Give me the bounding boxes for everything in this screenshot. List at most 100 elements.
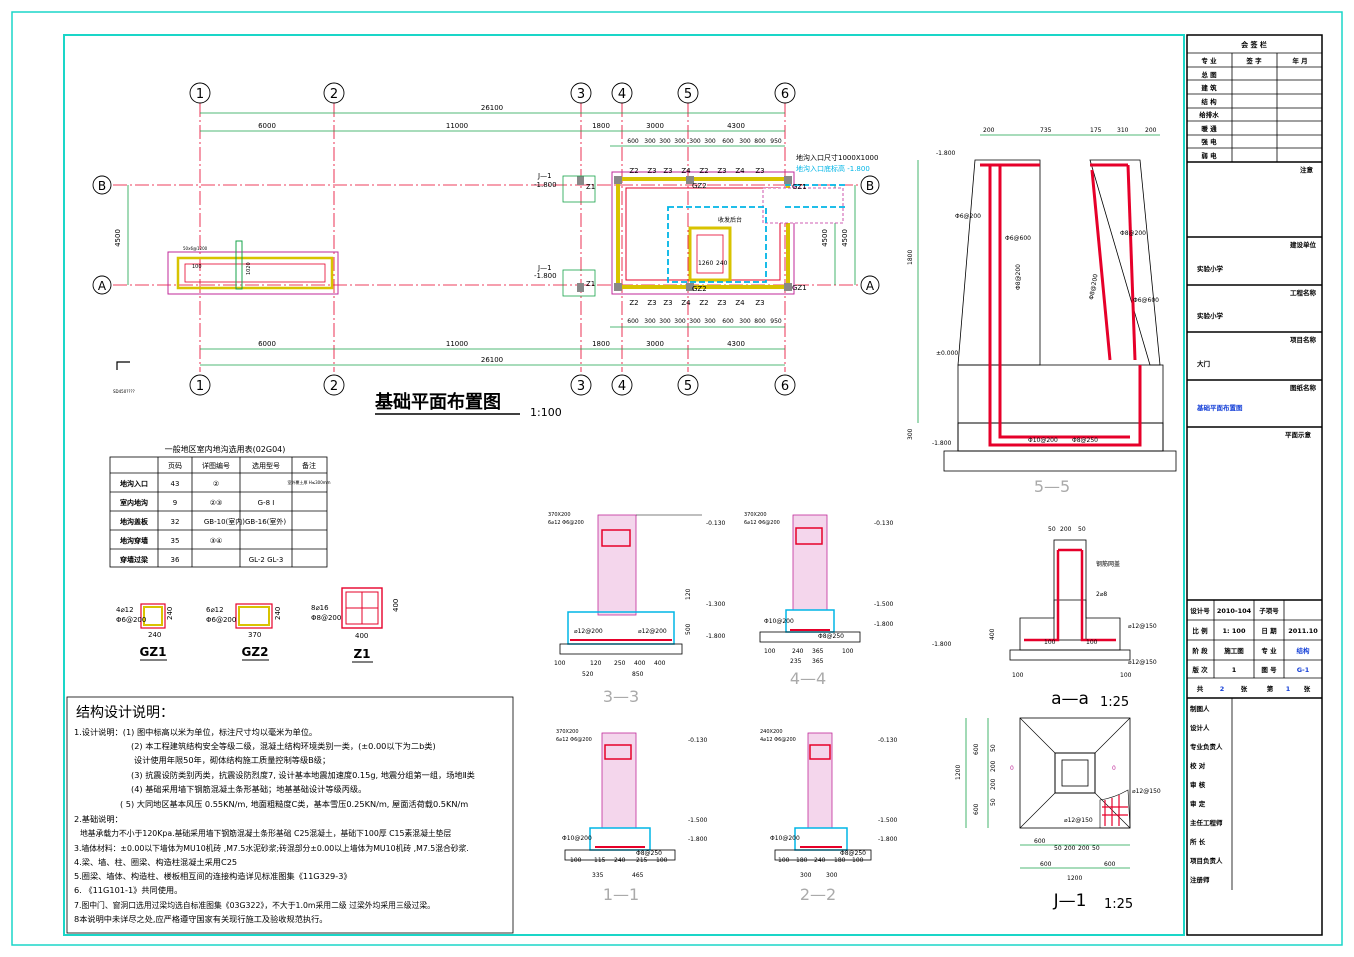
strip-dim-3: 50x6@1200 [183,246,208,251]
svg-text:300: 300 [674,318,686,325]
svg-text:4.梁、墙、柱、圈梁、构造柱混凝土采用C25: 4.梁、墙、柱、圈梁、构造柱混凝土采用C25 [74,857,237,867]
svg-text:-1.500: -1.500 [688,817,708,824]
svg-text:-1.800: -1.800 [936,150,956,157]
svg-text:Z4: Z4 [681,299,691,307]
section-2-2-title: 2—2 [800,885,836,904]
svg-text:强 电: 强 电 [1201,137,1217,146]
section-mark-bottom: J—1 [537,264,552,272]
svg-text:审 核: 审 核 [1190,780,1206,789]
svg-text:⌀12@150: ⌀12@150 [1064,817,1093,824]
svg-text:200: 200 [983,127,995,134]
svg-text:阶 段: 阶 段 [1192,646,1208,655]
section-4-4-title: 4—4 [790,669,826,688]
svg-text:100: 100 [570,857,582,864]
svg-text:Φ8@200: Φ8@200 [311,614,341,622]
svg-text:50: 50 [1092,845,1100,852]
svg-text:400: 400 [989,628,996,640]
svg-text:校 对: 校 对 [1190,761,1206,770]
axis-A-right: A [866,279,875,293]
plan-sketch-label: 平面示意 [1285,430,1312,439]
svg-text:1200: 1200 [955,765,962,780]
small-dims-bottom: 600 300 300 300 300 300 600 300 800 950 [627,318,782,325]
svg-text:Z3: Z3 [717,299,726,307]
svg-text:地沟盖板: 地沟盖板 [120,517,149,526]
svg-text:0: 0 [1112,765,1116,772]
svg-text:GL-2 GL-3: GL-2 GL-3 [249,556,284,564]
gz1-label-top: GZ1 [792,183,807,191]
svg-text:240: 240 [814,857,826,864]
project-label: 工程名称 [1290,288,1317,297]
svg-text:Φ6@200: Φ6@200 [955,213,981,220]
sign-title: 会 签 栏 [1241,40,1267,49]
section-2-2: 240X200 4⌀12 Φ6@200 -0.130 -1.500 -1.800… [760,729,898,904]
svg-text:50: 50 [1078,526,1086,533]
axis-1-top: 1 [196,87,204,102]
svg-text:2010-104: 2010-104 [1217,607,1252,615]
svg-text:600: 600 [973,743,980,755]
svg-text:365: 365 [812,658,824,665]
svg-text:Φ10@200: Φ10@200 [562,835,592,842]
svg-text:Z4: Z4 [735,299,745,307]
small-dims-top: 600 300 300 300 300 300 600 300 800 950 [627,138,782,145]
dim-bottom-2: 1800 [592,340,610,348]
svg-text:950: 950 [770,318,782,325]
client-value: 实验小学 [1197,264,1224,273]
svg-text:1.设计说明：(1) 图中标高以米为单位，标注尺寸均以毫米为: 1.设计说明：(1) 图中标高以米为单位，标注尺寸均以毫米为单位。 [74,727,317,737]
svg-text:600: 600 [973,803,980,815]
svg-text:Z3: Z3 [663,167,672,175]
gutter-entry-note-2: 地沟入口底标高 -1.800 [796,164,870,173]
svg-text:240: 240 [792,648,804,655]
plan-title: 基础平面布置图 [374,391,501,413]
svg-text:-0.130: -0.130 [878,737,898,744]
svg-text:Z3: Z3 [755,299,764,307]
svg-text:400: 400 [634,660,646,667]
svg-text:-0.130: -0.130 [688,737,708,744]
svg-text:地沟入口: 地沟入口 [120,479,148,488]
axis-B-left: B [98,179,106,193]
svg-text:100: 100 [656,857,668,864]
section-5-5-title: 5—5 [1034,477,1070,496]
section-5-5: 200 735 175 310 200 -1.800 ±0.000 -1.800… [907,127,1177,496]
svg-text:(4) 基础采用墙下钢筋混凝土条形基础；地基基础设计等级丙级: (4) 基础采用墙下钢筋混凝土条形基础；地基基础设计等级丙级。 [131,784,366,794]
svg-text:地基承载力不小于120Kpa.基础采用墙下钢筋混凝土条形基础: 地基承载力不小于120Kpa.基础采用墙下钢筋混凝土条形基础 C25混凝土，基础… [80,828,451,838]
svg-text:-1.800: -1.800 [706,633,726,640]
wall-strip-outer [167,251,339,295]
svg-text:400: 400 [654,660,666,667]
svg-text:Φ8@250: Φ8@250 [818,633,844,640]
svg-text:-1.800: -1.800 [932,440,952,447]
footing-j1-title: J—1 [1053,891,1087,911]
svg-text:335: 335 [592,872,604,879]
svg-text:1: 1 [1232,666,1237,674]
z-row-bottom: Z2 Z3 Z3 Z4 Z2 Z3 Z4 Z3 [629,299,764,307]
dim-bottom-3: 3000 [646,340,664,348]
svg-text:2⌀8: 2⌀8 [1096,591,1107,598]
inner-room [688,226,732,282]
project-value: 实验小学 [1197,311,1224,320]
svg-text:详图编号: 详图编号 [202,461,230,470]
svg-text:⌀12@150: ⌀12@150 [1128,659,1157,666]
column-sections: 4⌀12 Φ6@200 240 240 6⌀12 Φ6@200 370 240 … [116,587,400,663]
svg-text:(2) 本工程建筑结构安全等级二级，混凝土结构环境类别一类，: (2) 本工程建筑结构安全等级二级，混凝土结构环境类别一类，(±0.00以下为二… [131,741,436,751]
dim-total-bottom: 26100 [481,356,503,364]
svg-text:-1.800: -1.800 [932,641,952,648]
svg-text:200: 200 [990,760,997,772]
title-block: 会 签 栏 专 业 签 字 年 月 总 图 建 筑 结 构 给排水 暖 通 强 … [1187,40,1322,890]
axis-6-bottom: 6 [781,379,789,394]
client-label: 建设单位 [1289,240,1317,249]
svg-text:Φ6@600: Φ6@600 [1005,235,1031,242]
svg-text:Φ10@200: Φ10@200 [1028,437,1058,444]
svg-text:43: 43 [171,480,180,488]
svg-text:⌀12@150: ⌀12@150 [1132,788,1161,795]
svg-text:180: 180 [834,857,846,864]
axis-3-top: 3 [577,87,585,102]
svg-text:300: 300 [644,138,656,145]
svg-text:设计人: 设计人 [1190,723,1210,732]
notes-title: 结构设计说明： [76,705,174,721]
svg-text:-0.130: -0.130 [874,520,894,527]
svg-text:300: 300 [674,138,686,145]
svg-text:600: 600 [627,138,639,145]
dim-total-top: 26100 [481,104,503,112]
dim-top-4: 4300 [727,122,745,130]
svg-text:300: 300 [659,318,671,325]
